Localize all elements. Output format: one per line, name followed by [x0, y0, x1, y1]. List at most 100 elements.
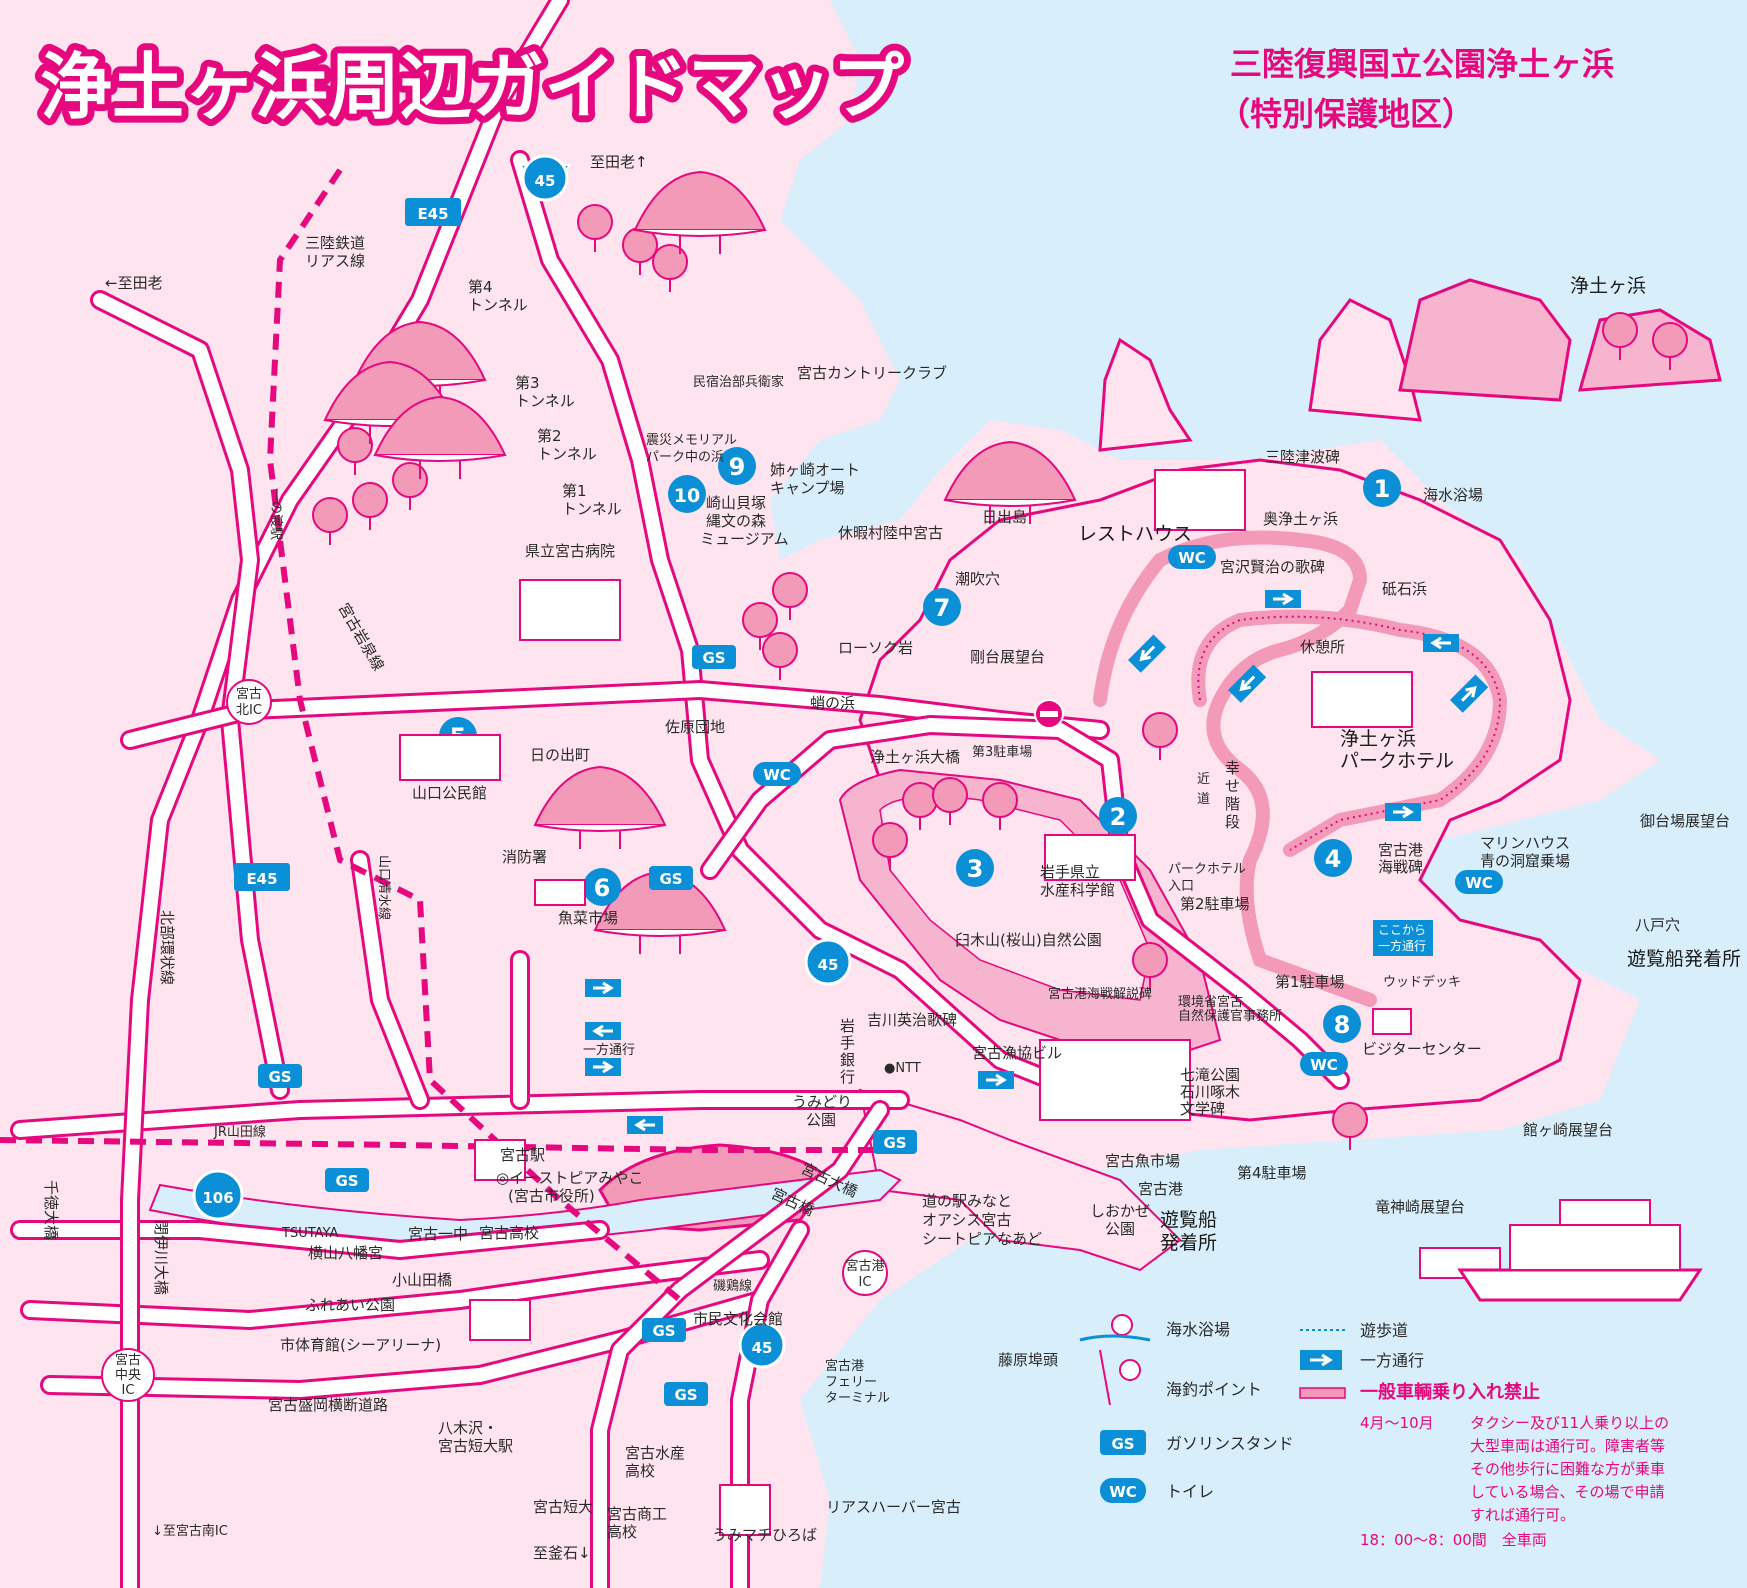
svg-text:宮古港: 宮古港 — [825, 1358, 864, 1374]
svg-text:御台場展望台: 御台場展望台 — [1640, 812, 1730, 830]
port-ic: 宮古港 IC — [842, 1250, 888, 1296]
svg-text:4: 4 — [1325, 845, 1342, 873]
svg-text:三陸津波碑: 三陸津波碑 — [1265, 448, 1340, 466]
legend-wc: トイレ — [1166, 1482, 1214, 1501]
legend-swim: 海水浴場 — [1166, 1320, 1230, 1339]
svg-text:宮古短大: 宮古短大 — [533, 1498, 593, 1516]
svg-text:↓至宮古南IC: ↓至宮古南IC — [152, 1523, 228, 1539]
svg-text:宮古港: 宮古港 — [845, 1258, 884, 1274]
svg-text:休暇村陸中宮古: 休暇村陸中宮古 — [838, 524, 943, 542]
svg-text:パーク中の浜: パーク中の浜 — [646, 450, 724, 465]
svg-text:せ: せ — [1225, 777, 1240, 795]
svg-text:県立宮古病院: 県立宮古病院 — [525, 542, 615, 560]
svg-text:一の渡駅: 一の渡駅 — [268, 488, 284, 540]
svg-text:遊覧船発着所: 遊覧船発着所 — [1627, 948, 1741, 970]
svg-text:GS: GS — [268, 1068, 291, 1086]
map-subtitle-2: （特別保護地区） — [1218, 95, 1474, 133]
svg-text:宮古岩泉線: 宮古岩泉線 — [335, 600, 388, 674]
svg-text:環境省宮古: 環境省宮古 — [1178, 994, 1243, 1010]
svg-text:入口: 入口 — [1168, 879, 1194, 894]
svg-text:トンネル: トンネル — [468, 296, 528, 314]
map-title: 浄土ヶ浜周辺ガイドマップ — [40, 45, 904, 129]
svg-text:北IC: 北IC — [236, 703, 262, 718]
svg-text:JR山田線: JR山田線 — [213, 1124, 266, 1140]
svg-text:2: 2 — [1110, 803, 1127, 831]
svg-text:第4駐車場: 第4駐車場 — [1237, 1164, 1307, 1182]
svg-text:奥浄土ヶ浜: 奥浄土ヶ浜 — [1263, 510, 1338, 528]
svg-text:E45: E45 — [417, 205, 448, 223]
legend-note-2: 大型車両は通行可。障害者等 — [1470, 1437, 1665, 1455]
svg-text:トンネル: トンネル — [562, 500, 622, 518]
svg-text:佐原団地: 佐原団地 — [665, 718, 725, 736]
svg-text:魚菜市場: 魚菜市場 — [558, 909, 618, 927]
svg-text:一方通行: 一方通行 — [1378, 938, 1426, 953]
svg-text:吉川英治歌碑: 吉川英治歌碑 — [867, 1011, 957, 1029]
buildings — [399, 469, 1501, 1536]
svg-text:宮古水産: 宮古水産 — [625, 1444, 685, 1462]
svg-text:宮古盛岡横断道路: 宮古盛岡横断道路 — [268, 1396, 388, 1414]
svg-text:第3駐車場: 第3駐車場 — [972, 745, 1032, 760]
svg-text:近: 近 — [1197, 772, 1210, 787]
jodogahama-place-label: 浄土ヶ浜 — [1570, 275, 1646, 297]
jodogahama-rocks — [946, 278, 1722, 502]
svg-text:●NTT: ●NTT — [884, 1061, 921, 1076]
svg-text:七滝公園: 七滝公園 — [1180, 1066, 1240, 1084]
svg-text:至田老↑: 至田老↑ — [590, 153, 648, 171]
svg-text:市体育館(シーアリーナ): 市体育館(シーアリーナ) — [280, 1336, 441, 1354]
svg-text:8: 8 — [1334, 1011, 1351, 1039]
svg-text:階: 階 — [1225, 795, 1240, 813]
svg-text:GS: GS — [702, 649, 725, 667]
svg-text:GS: GS — [883, 1134, 906, 1152]
svg-text:ビジターセンター: ビジターセンター — [1362, 1040, 1482, 1058]
route-45-badge-south: 45 — [738, 1321, 786, 1369]
svg-text:海水浴場: 海水浴場 — [1423, 486, 1483, 504]
svg-text:7: 7 — [934, 594, 951, 622]
legend-note-6: 18：00～8：00間 全車両 — [1360, 1531, 1547, 1549]
svg-text:文学碑: 文学碑 — [1180, 1100, 1225, 1118]
svg-text:宮古漁協ビル: 宮古漁協ビル — [972, 1044, 1062, 1062]
svg-text:横山八幡宮: 横山八幡宮 — [308, 1244, 383, 1262]
svg-text:WC: WC — [1178, 549, 1206, 567]
svg-text:中央: 中央 — [115, 1368, 141, 1383]
svg-text:宮古カントリークラブ: 宮古カントリークラブ — [797, 364, 947, 382]
svg-text:発着所: 発着所 — [1160, 1232, 1217, 1254]
legend-wc-badge: WC — [1109, 1483, 1137, 1501]
svg-text:WC: WC — [1465, 874, 1493, 892]
svg-text:八戸穴: 八戸穴 — [1635, 916, 1680, 934]
svg-text:青の洞窟乗場: 青の洞窟乗場 — [1480, 852, 1570, 870]
one-way-arrows — [585, 590, 1489, 1134]
svg-text:1: 1 — [1374, 475, 1391, 503]
svg-text:千徳大橋: 千徳大橋 — [42, 1180, 60, 1240]
svg-text:小山田橋: 小山田橋 — [392, 1271, 452, 1289]
svg-text:宮古短大駅: 宮古短大駅 — [438, 1437, 513, 1455]
route-45-badge-top: 45 — [517, 154, 573, 202]
svg-text:民宿治部兵衛家: 民宿治部兵衛家 — [693, 374, 784, 390]
svg-text:剛台展望台: 剛台展望台 — [970, 648, 1045, 666]
svg-text:手: 手 — [840, 1034, 855, 1052]
gs-badges: GS GS GS GS GS GS GS — [258, 645, 917, 1406]
svg-text:トンネル: トンネル — [515, 392, 575, 410]
svg-text:←至田老: ←至田老 — [105, 274, 163, 292]
svg-text:市民文化会館: 市民文化会館 — [693, 1310, 783, 1328]
svg-text:姉ヶ崎オート: 姉ヶ崎オート — [770, 461, 860, 479]
svg-text:山口公民館: 山口公民館 — [412, 784, 487, 802]
svg-text:10: 10 — [674, 485, 700, 507]
legend-note-4: している場合、その場で申請 — [1470, 1483, 1665, 1501]
svg-text:うみどり: うみどり — [792, 1093, 852, 1111]
legend-note-3: その他歩行に困難な方が乗車 — [1470, 1460, 1665, 1478]
svg-text:三陸鉄道: 三陸鉄道 — [305, 234, 365, 252]
e45-badge-top: E45 — [405, 198, 461, 226]
svg-text:マリンハウス: マリンハウス — [1480, 834, 1570, 852]
svg-text:磯鶏線: 磯鶏線 — [713, 1278, 752, 1294]
map-labels: 至田老↑ ←至田老 三陸鉄道 リアス線 第4 トンネル 第3 トンネル 第2 ト… — [42, 153, 1741, 1562]
svg-text:レストハウス: レストハウス — [1078, 523, 1192, 545]
svg-text:行: 行 — [840, 1068, 855, 1086]
legend-noentry-icon — [1299, 1387, 1346, 1399]
no-entry-sign-icon — [1034, 699, 1064, 729]
svg-text:9: 9 — [729, 453, 746, 481]
legend-gs-icon — [1100, 1430, 1146, 1455]
svg-text:水産科学館: 水産科学館 — [1040, 881, 1115, 899]
svg-text:山口清水線: 山口清水線 — [376, 855, 392, 920]
legend-gs: ガソリンスタンド — [1166, 1434, 1294, 1453]
